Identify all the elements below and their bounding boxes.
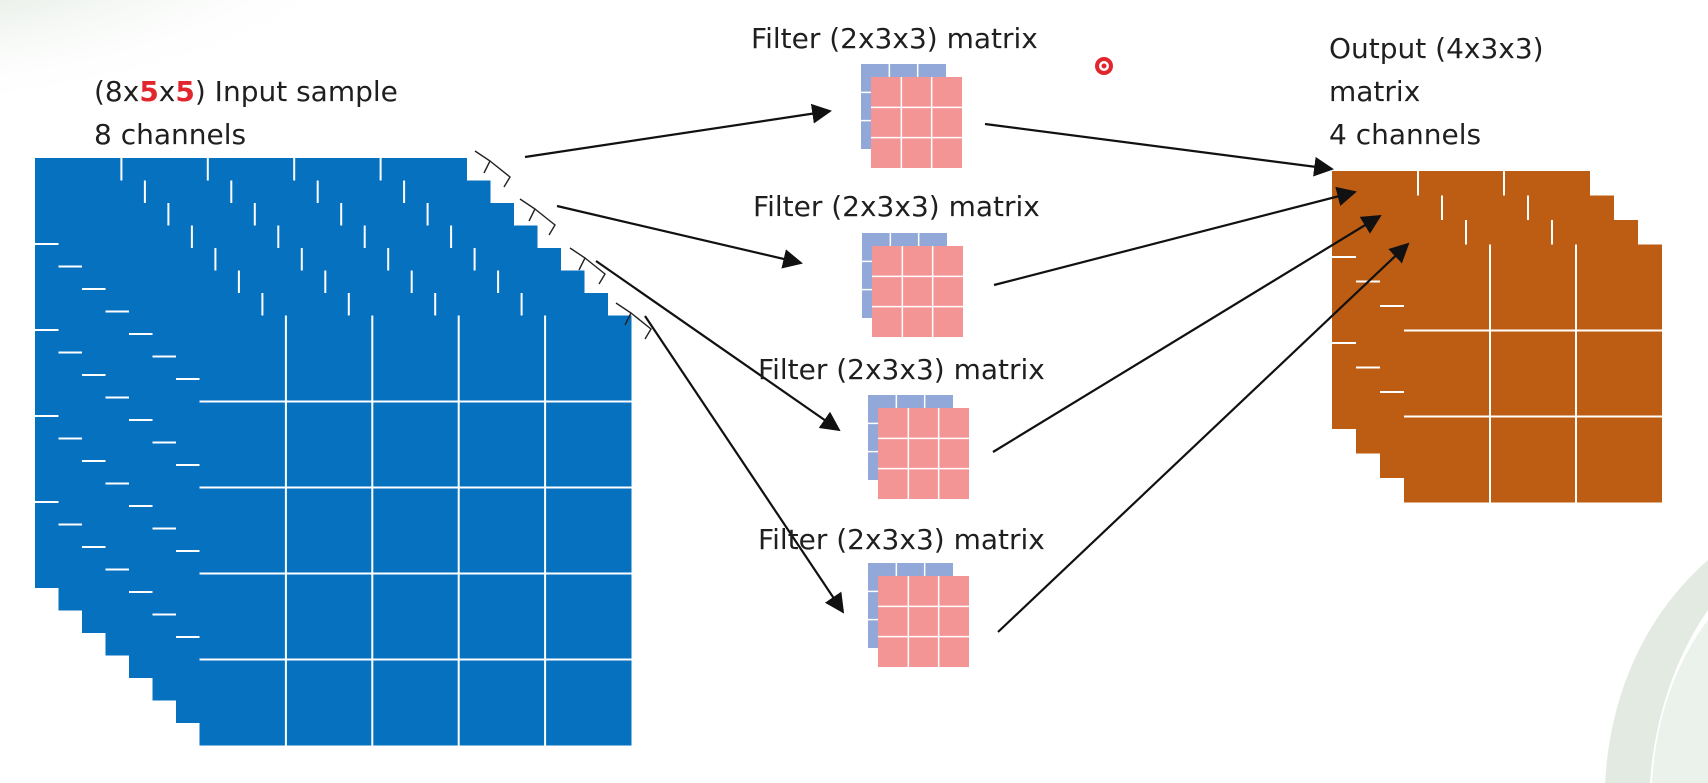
flow-arrow [556,204,803,269]
output-channel-stack [1332,171,1662,503]
filter-label: Filter (2x3x3) matrix [758,353,1045,386]
input-slice-brackets [474,150,652,340]
output-channel-sheet-fill [1404,244,1662,503]
output-label: Output (4x3x3) matrix 4 channels [1329,27,1544,156]
filter-front-sheet [878,408,969,499]
filter-label: Filter (2x3x3) matrix [753,190,1040,223]
input-dimension-prefix: (8x [94,75,140,108]
slice-bracket [519,198,556,236]
filter-front-sheet-fill [878,576,969,667]
flow-arrow [595,260,841,432]
flow-arrow [992,214,1382,453]
slice-bracket [474,150,511,188]
handwritten-annotation-1: 5 [139,75,159,108]
filter-front-sheet [872,246,963,337]
input-dimension-suffix: ) Input sample [194,75,398,108]
output-matrix-text: matrix [1329,75,1421,108]
handwritten-annotation-2: 5 [175,75,195,108]
flow-arrow [644,315,845,614]
filter-matrix [861,64,962,168]
input-channel-sheet-fill [199,315,632,746]
filter-label: Filter (2x3x3) matrix [751,22,1038,55]
flow-arrow [997,242,1410,633]
filter-front-sheet-fill [878,408,969,499]
data-flow-arrows [524,103,1410,633]
filter-label: Filter (2x3x3) matrix [758,523,1045,556]
input-channels-text: 8 channels [94,118,247,151]
output-dimension-text: Output (4x3x3) [1329,32,1544,65]
filter-front-sheet [871,77,962,168]
filter-front-sheet-fill [872,246,963,337]
filter-front-sheet-fill [871,77,962,168]
slice-bracket [615,302,652,340]
input-label: (8x5x5) Input sample 8 channels [94,70,398,156]
output-channel-sheet [1404,244,1662,503]
input-dimension-text: (8x5x5) Input sample [94,70,398,113]
filter-matrix [868,563,969,667]
slice-bracket [569,247,606,285]
filter-matrix [862,233,963,337]
input-channel-stack [35,158,632,746]
flow-arrow [993,186,1357,287]
filter-matrices [861,64,969,667]
pointer-marker [1095,57,1113,75]
filter-matrix [868,395,969,499]
input-channel-sheet [199,315,632,746]
output-channels-text: 4 channels [1329,118,1482,151]
flow-arrow [984,122,1334,177]
flow-arrow [524,103,832,159]
filter-front-sheet [878,576,969,667]
input-dimension-x: x [158,75,176,108]
